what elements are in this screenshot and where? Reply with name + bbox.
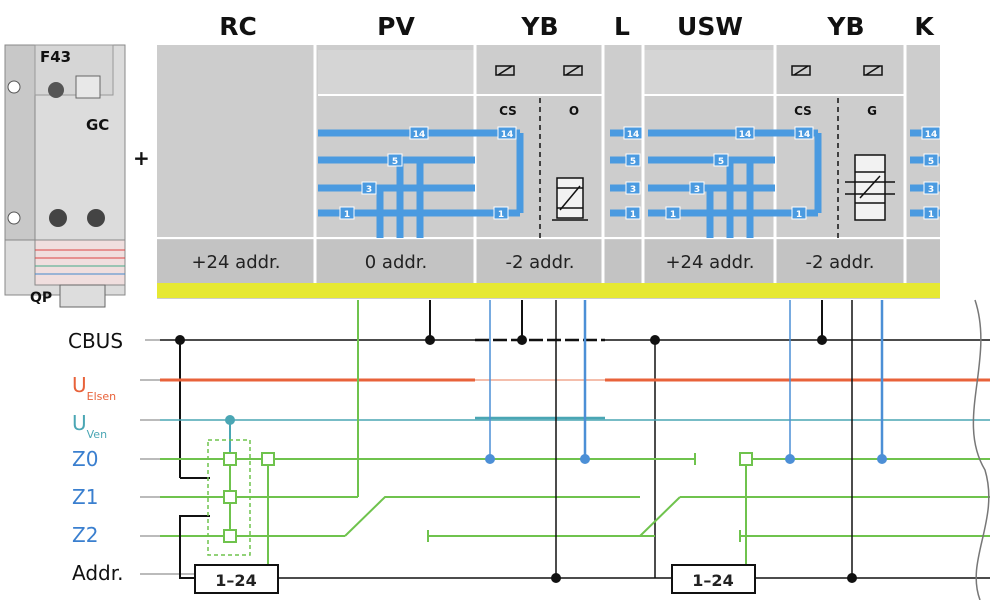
channel-badge-14: 14: [501, 130, 514, 140]
addr-label-rc: +24 addr.: [191, 252, 280, 273]
channel-badge-3: 3: [630, 185, 636, 195]
coil-label-g: G: [867, 104, 877, 118]
channel-badge-3: 3: [694, 185, 700, 195]
controller-unit: F43 GC QP: [4, 44, 126, 308]
signal-label-z2: Z2: [72, 523, 98, 547]
addr-label-yb-1: -2 addr.: [505, 252, 574, 273]
channel-badge-14: 14: [413, 130, 426, 140]
signal-label-z0: Z0: [72, 447, 98, 471]
channel-badge-5: 5: [392, 157, 398, 167]
module-title-l: L: [614, 12, 630, 41]
channel-badge-5: 5: [718, 157, 724, 167]
channel-badge-5: 5: [630, 157, 636, 167]
coil-label-cs-2: CS: [794, 104, 812, 118]
coil-label-o: O: [569, 104, 579, 118]
signal-label-uelsen-sub: Elsen: [87, 390, 117, 403]
address-box-label-2: 1–24: [692, 571, 733, 590]
channel-badge-1: 1: [796, 210, 802, 220]
svg-text:UVen: UVen: [72, 411, 107, 441]
module-title-pv: PV: [377, 12, 415, 41]
module-title-rc: RC: [219, 12, 257, 41]
yellow-strip: [157, 283, 940, 298]
module-title-yb-2: YB: [826, 12, 864, 41]
addr-label-usw: +24 addr.: [665, 252, 754, 273]
address-box-label-1: 1–24: [215, 571, 256, 590]
channel-badge-1: 1: [928, 210, 934, 220]
valve-icon-o: [552, 177, 588, 221]
signal-lines: [140, 300, 990, 579]
channel-badge-1: 1: [344, 210, 350, 220]
signal-label-addr: Addr.: [72, 561, 123, 585]
channel-badge-3: 3: [366, 185, 372, 195]
channel-badge-1: 1: [630, 210, 636, 220]
channel-badge-5: 5: [928, 157, 934, 167]
signal-label-uven: U: [72, 411, 87, 435]
channel-badge-14: 14: [925, 130, 938, 140]
channel-badge-14: 14: [627, 130, 640, 140]
switch-squares: [223, 452, 753, 543]
addr-label-pv: 0 addr.: [365, 252, 428, 273]
module-title-k: K: [914, 12, 935, 41]
plus-sign: +: [133, 146, 150, 170]
module-title-yb-1: YB: [520, 12, 558, 41]
decoder-dashed-box: [207, 439, 251, 556]
signal-label-uelsen: U: [72, 373, 87, 397]
channel-badge-14: 14: [739, 130, 752, 140]
signal-label-cbus: CBUS: [68, 329, 123, 353]
svg-text:UElsen: UElsen: [72, 373, 116, 403]
channel-badge-1: 1: [498, 210, 504, 220]
channel-badge-1: 1: [670, 210, 676, 220]
controller-bottom-label: QP: [30, 290, 52, 306]
channel-badges: 14 5 3 1 14 1 14 5 3 1 14 5 3 1 14 1 14 …: [339, 126, 941, 220]
break-line: [972, 299, 990, 601]
controller-side-label: GC: [86, 116, 109, 134]
signal-label-uven-sub: Ven: [87, 428, 107, 441]
junction-dots: [175, 335, 887, 583]
valve-icon-g: [845, 154, 895, 221]
address-box-1: [194, 564, 279, 594]
channel-badge-14: 14: [798, 130, 811, 140]
controller-top-label: F43: [40, 48, 71, 66]
module-strip: [157, 45, 940, 299]
coil-symbols: [495, 65, 883, 76]
address-box-2: [671, 564, 756, 594]
channel-badge-3: 3: [928, 185, 934, 195]
addr-label-yb-2: -2 addr.: [805, 252, 874, 273]
module-title-usw: USW: [677, 12, 743, 41]
coil-label-cs-1: CS: [499, 104, 517, 118]
signal-label-z1: Z1: [72, 485, 98, 509]
